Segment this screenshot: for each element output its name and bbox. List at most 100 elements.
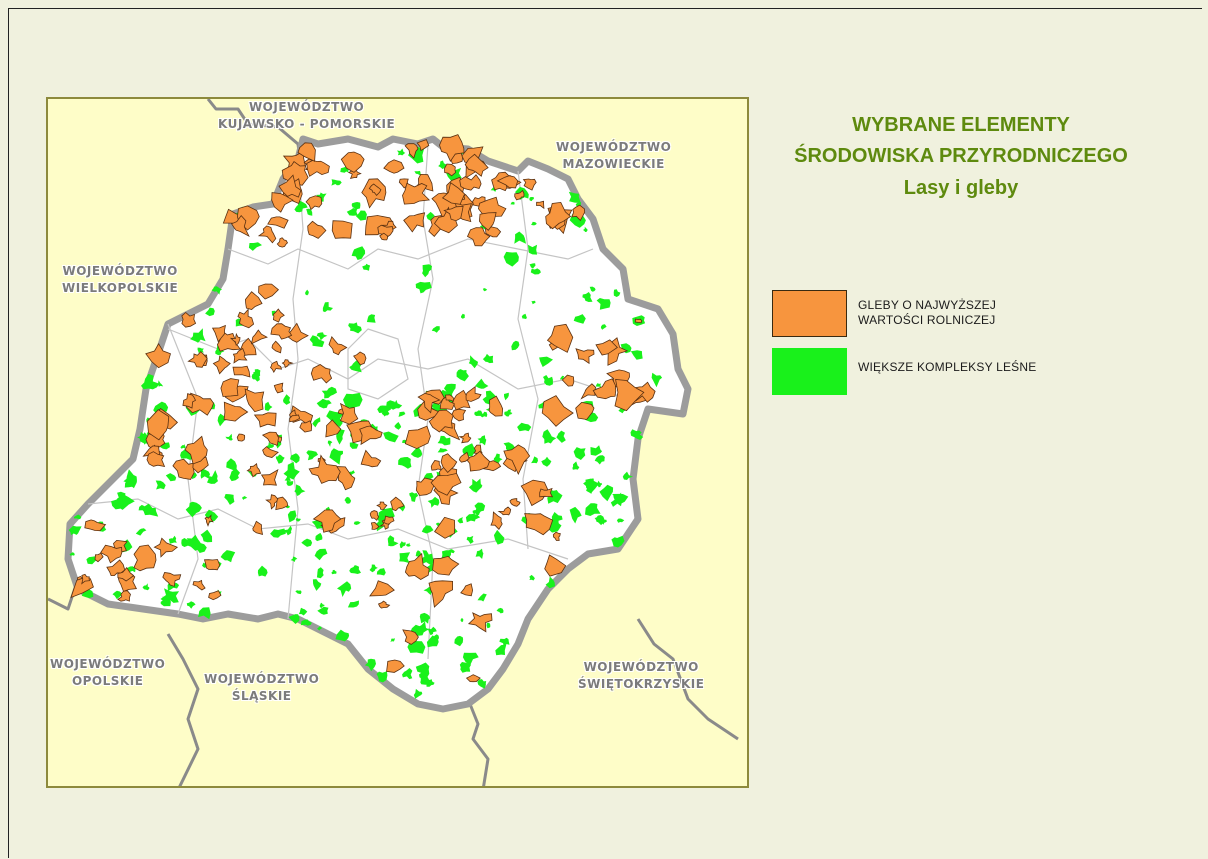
forest-patch <box>596 480 602 488</box>
forest-patch <box>426 635 439 648</box>
soil-patch <box>439 134 465 163</box>
soil-patch <box>339 402 359 425</box>
soil-patch <box>522 178 537 191</box>
soil-patch <box>369 580 395 597</box>
forest-patch <box>599 484 614 502</box>
soil-patch <box>369 510 380 521</box>
soil-patch <box>223 401 249 422</box>
forest-patch <box>331 569 337 575</box>
forest-patch <box>257 565 268 577</box>
soil-patch <box>383 515 395 525</box>
forest-patch <box>560 375 565 380</box>
soil-patch <box>428 409 454 433</box>
forest-patch <box>344 496 352 504</box>
region-label-kujawsko-pomorskie: WOJEWÓDZTWO KUJAWSKO - POMORSKIE <box>218 100 396 131</box>
forest-patch <box>425 678 435 687</box>
soil-patch <box>458 451 470 463</box>
soil-patch <box>539 487 554 498</box>
soil-patch <box>312 509 342 533</box>
forest-patch <box>521 313 527 319</box>
forest-patch <box>319 602 325 608</box>
forest-patch <box>437 435 451 446</box>
forest-patch <box>482 288 488 292</box>
forest-patch <box>347 600 359 608</box>
forest-patch <box>294 200 308 213</box>
forest-patch <box>317 606 329 615</box>
forest-patch <box>112 590 123 600</box>
soil-patch <box>270 323 293 340</box>
soil-patch <box>541 395 574 427</box>
soil-patch <box>272 308 285 323</box>
soil-patch <box>466 227 491 247</box>
forest-patch <box>596 383 602 387</box>
soil-patch <box>203 559 221 571</box>
soil-patch <box>353 351 367 366</box>
forest-patch <box>294 484 306 496</box>
forest-patch <box>493 453 503 463</box>
soil-patch <box>117 590 131 602</box>
forest-patch <box>225 433 233 441</box>
forest-patch <box>590 445 603 456</box>
forest-patch <box>349 442 359 449</box>
soil-patch <box>440 453 458 473</box>
soil-patch <box>390 496 405 512</box>
forest-patch <box>220 550 236 563</box>
soil-patch <box>524 513 554 536</box>
forest-patch <box>475 378 489 389</box>
forest-patch <box>531 221 537 226</box>
forest-patch <box>529 263 536 269</box>
soil-patch <box>536 200 545 210</box>
soil-patch <box>146 409 170 441</box>
soil-patch <box>81 573 90 585</box>
forest-patch <box>517 422 532 432</box>
forest-patch <box>376 671 388 683</box>
soil-patch <box>383 159 405 174</box>
soil-patch <box>402 182 431 205</box>
soil-patch <box>146 451 166 468</box>
soil-patch <box>441 182 466 205</box>
forest-patch <box>477 593 487 602</box>
forest-patch <box>406 542 411 547</box>
soil-patch <box>325 419 342 438</box>
soil-patch <box>289 414 301 423</box>
soil-patch <box>182 393 197 409</box>
forest-patch <box>138 504 148 513</box>
forest-patch <box>155 480 166 490</box>
soil-patch <box>575 348 595 365</box>
soil-patch <box>368 183 382 197</box>
forest-patch <box>475 548 484 559</box>
soil-patch <box>252 520 264 535</box>
soil-patch <box>250 329 268 345</box>
forest-patch <box>306 450 318 461</box>
forest-patch <box>651 372 663 388</box>
forest-patch <box>181 538 190 547</box>
forest-patch <box>611 535 625 548</box>
soil-patch <box>162 572 182 587</box>
forest-patch <box>251 372 260 382</box>
forest-patch <box>474 410 483 416</box>
forest-patch <box>124 481 135 488</box>
soil-patch <box>403 212 426 233</box>
forest-patch <box>529 574 535 581</box>
soil-patch <box>460 583 474 597</box>
soil-patch <box>595 339 618 356</box>
soil-patch <box>258 283 279 300</box>
forest-patch <box>530 268 541 275</box>
soil-patch <box>229 332 241 346</box>
forest-patch <box>594 515 605 526</box>
forest-patch <box>343 392 363 408</box>
soil-patch <box>497 506 512 516</box>
forest-patch <box>306 208 313 216</box>
soil-patch <box>181 311 197 328</box>
soil-patch <box>458 432 472 444</box>
forest-patch <box>398 411 406 417</box>
soil-patch <box>307 220 327 239</box>
forest-patch <box>226 458 237 472</box>
forest-patch <box>224 494 235 505</box>
forest-patch <box>499 637 510 647</box>
soil-patch <box>496 175 519 189</box>
forest-patch <box>477 435 487 446</box>
soil-patch <box>145 343 171 369</box>
soil-patch <box>204 514 214 527</box>
forest-patch <box>351 202 361 210</box>
